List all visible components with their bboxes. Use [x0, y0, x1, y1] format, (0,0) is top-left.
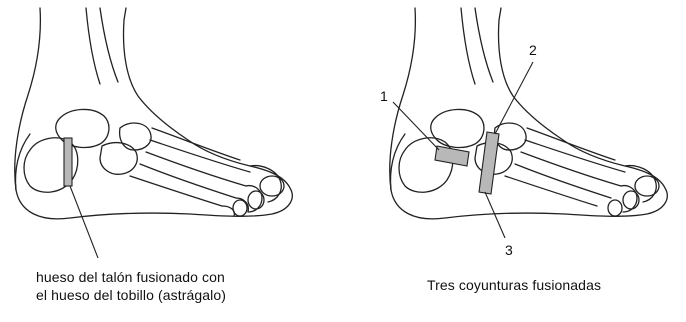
fusion-joint-1 [435, 146, 469, 166]
right-foot-illustration [343, 0, 686, 322]
left-caption: hueso del talón fusionado con el hueso d… [36, 268, 226, 304]
talus-fusion-bar [64, 138, 72, 186]
right-foot-panel: 1 2 3 Tres coyunturas fusionadas [343, 0, 686, 322]
left-caption-line-2: el hueso del tobillo (astrágalo) [36, 286, 226, 304]
label-2: 2 [529, 42, 537, 58]
left-foot-panel: hueso del talón fusionado con el hueso d… [0, 0, 343, 322]
label-1: 1 [380, 88, 388, 104]
leader-line-3 [485, 192, 505, 238]
right-caption: Tres coyunturas fusionadas [427, 276, 601, 294]
left-leader-line [70, 186, 98, 258]
label-3: 3 [505, 242, 513, 258]
left-caption-line-1: hueso del talón fusionado con [36, 268, 226, 286]
fusion-joint-2-3 [479, 132, 499, 194]
